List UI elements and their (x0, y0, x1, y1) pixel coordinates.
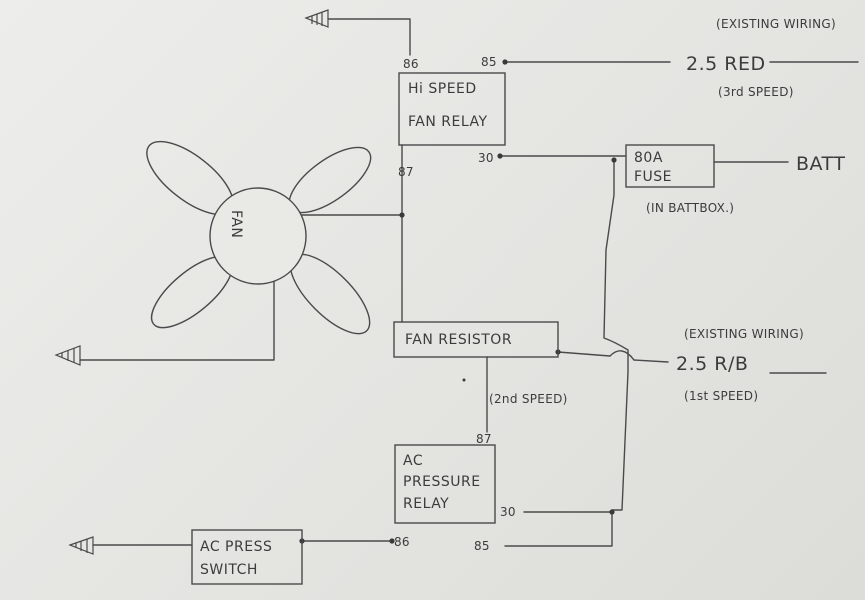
wire-label-red: 2.5 RED (686, 53, 766, 75)
fuse-label-line2: FUSE (634, 169, 672, 185)
ac-relay-pin-30: 30 (500, 505, 516, 519)
fan-resistor-label: FAN RESISTOR (405, 332, 512, 348)
fan-label: FAN (228, 210, 244, 238)
hi-relay-pin-85: 85 (481, 55, 497, 69)
fan-resistor: FAN RESISTOR (393, 321, 559, 358)
ac-press-switch: AC PRESS SWITCH 86 (191, 529, 410, 585)
existing-wiring-mid-note: (EXISTING WIRING) (684, 327, 804, 341)
ac-relay-pin-87: 87 (476, 432, 492, 446)
hi-relay-pin-30: 30 (478, 151, 494, 165)
in-battbox-note: (IN BATTBOX.) (646, 201, 734, 215)
hi-speed-fan-relay: Hi SPEED FAN RELAY 86 85 87 30 (398, 55, 506, 179)
wiring (79, 18, 859, 547)
fuse-80a: 80A FUSE (625, 144, 715, 188)
fuse-label-line1: 80A (634, 150, 663, 166)
ground-symbol-fan (54, 345, 81, 366)
existing-wiring-top-note: (EXISTING WIRING) (716, 17, 836, 31)
third-speed-note: (3rd SPEED) (718, 85, 794, 99)
ac-relay-label-line2: PRESSURE (403, 474, 481, 490)
ground-symbol-hi-relay (304, 9, 329, 28)
ac-switch-label-line2: SWITCH (200, 562, 258, 578)
first-speed-note: (1st SPEED) (684, 389, 758, 403)
ac-relay-pin-85: 85 (474, 539, 490, 553)
fan: FAN (146, 140, 372, 335)
hi-relay-label-line1: Hi SPEED (408, 81, 477, 97)
ac-switch-label-line1: AC PRESS (200, 539, 272, 555)
hi-relay-pin-87: 87 (398, 165, 414, 179)
ac-relay-label-line3: RELAY (403, 496, 449, 512)
second-speed-note: (2nd SPEED) (489, 392, 568, 406)
hi-relay-label-line2: FAN RELAY (408, 114, 488, 130)
junction-dots (268, 59, 617, 544)
batt-label: BATT (796, 153, 845, 175)
hi-relay-pin-86: 86 (403, 57, 419, 71)
wire-label-rb: 2.5 R/B (676, 353, 748, 375)
ac-pressure-relay: AC PRESSURE RELAY 87 30 85 (394, 432, 516, 553)
ac-relay-label-line1: AC (403, 453, 423, 469)
ac-switch-pin-86: 86 (394, 535, 410, 549)
ground-symbol-ac-switch (68, 536, 94, 555)
